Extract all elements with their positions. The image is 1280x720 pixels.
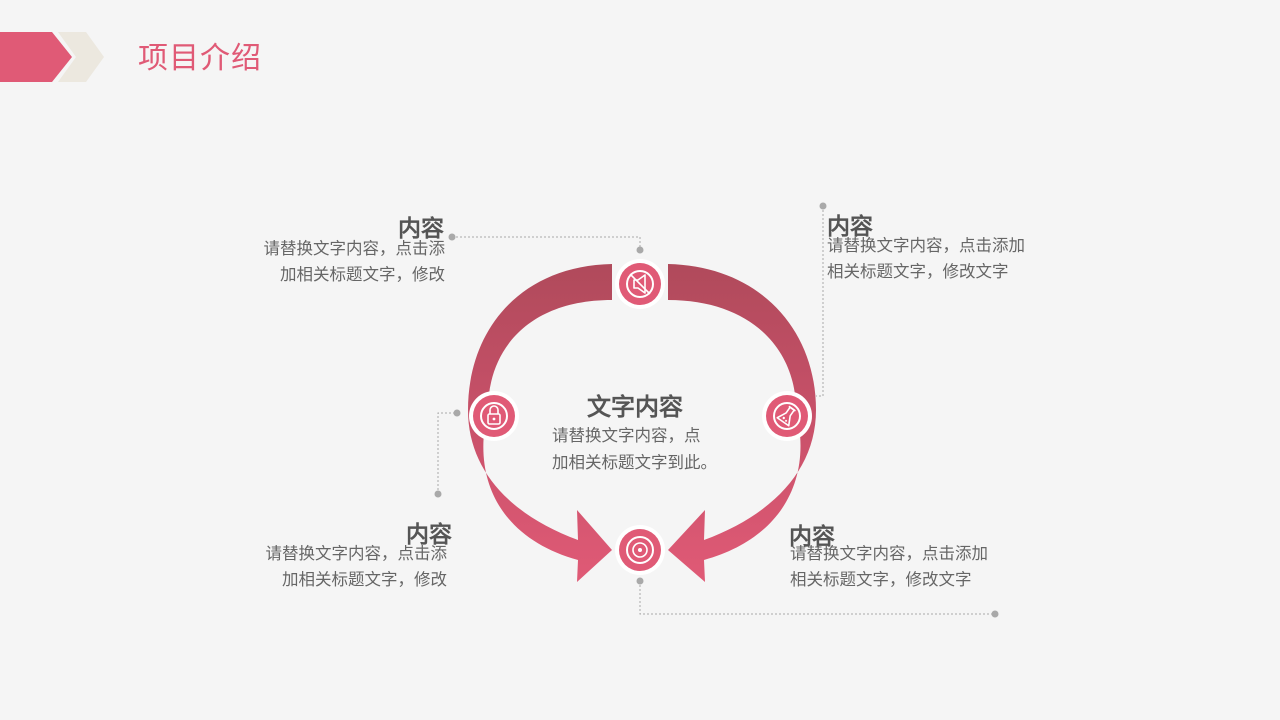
connector-dot xyxy=(453,409,461,417)
connector-dot xyxy=(819,202,827,210)
connector-dot xyxy=(991,610,999,618)
connector-bottom-right xyxy=(639,581,995,615)
top-right-heading: 内容 xyxy=(827,214,873,240)
bottom-left-description-line: 加相关标题文字，修改 xyxy=(282,570,447,589)
header-chevron-light xyxy=(58,32,104,82)
top-right-description-line: 请替换文字内容，点击添加 xyxy=(827,236,1025,255)
bottom-right-description: 请替换文字内容，点击添加 相关标题文字，修改文字 xyxy=(790,541,988,593)
bottom-left-heading: 内容 xyxy=(406,522,452,548)
bottom-right-heading: 内容 xyxy=(789,524,835,550)
connector-dot xyxy=(636,577,644,585)
top-left-description-line: 请替换文字内容，点击添 xyxy=(263,239,446,258)
lock-icon xyxy=(469,391,519,441)
bottom-left-description: 请替换文字内容，点击添 加相关标题文字，修改 xyxy=(266,541,448,593)
top-left-heading: 内容 xyxy=(398,216,444,242)
left-cycle-arrow xyxy=(468,264,612,582)
center-title: 文字内容 xyxy=(587,393,683,421)
right-cycle-arrow xyxy=(668,264,816,582)
top-right-description: 请替换文字内容，点击添加 相关标题文字，修改文字 xyxy=(827,233,1025,285)
connector-top-left xyxy=(452,236,641,250)
flask-icon xyxy=(762,391,812,441)
bottom-right-description-line: 相关标题文字，修改文字 xyxy=(790,570,972,589)
header-chevron-decoration xyxy=(0,32,104,82)
center-description: 请替换文字内容，点 加相关标题文字到此。 xyxy=(552,422,717,476)
megaphone-icon xyxy=(615,259,665,309)
top-right-description-line: 相关标题文字，修改文字 xyxy=(827,262,1009,281)
connector-bottom-left xyxy=(437,412,457,494)
bottom-left-description-line: 请替换文字内容，点击添 xyxy=(265,544,448,563)
center-description-line: 请替换文字内容，点 xyxy=(552,426,701,445)
header-chevron-pink xyxy=(0,32,72,82)
top-left-description-line: 加相关标题文字，修改 xyxy=(280,265,445,284)
connector-lines xyxy=(437,206,995,615)
bottom-right-description-line: 请替换文字内容，点击添加 xyxy=(790,544,988,563)
connector-dot xyxy=(636,246,644,254)
center-description-line: 加相关标题文字到此。 xyxy=(552,453,717,472)
connector-dot xyxy=(448,233,456,241)
top-left-description: 请替换文字内容，点击添 加相关标题文字，修改 xyxy=(264,236,446,288)
connector-top-right xyxy=(816,206,824,397)
page-title: 项目介绍 xyxy=(138,41,262,76)
connector-dot xyxy=(434,490,442,498)
disc-icon xyxy=(615,525,665,575)
connector-dots xyxy=(434,202,999,618)
